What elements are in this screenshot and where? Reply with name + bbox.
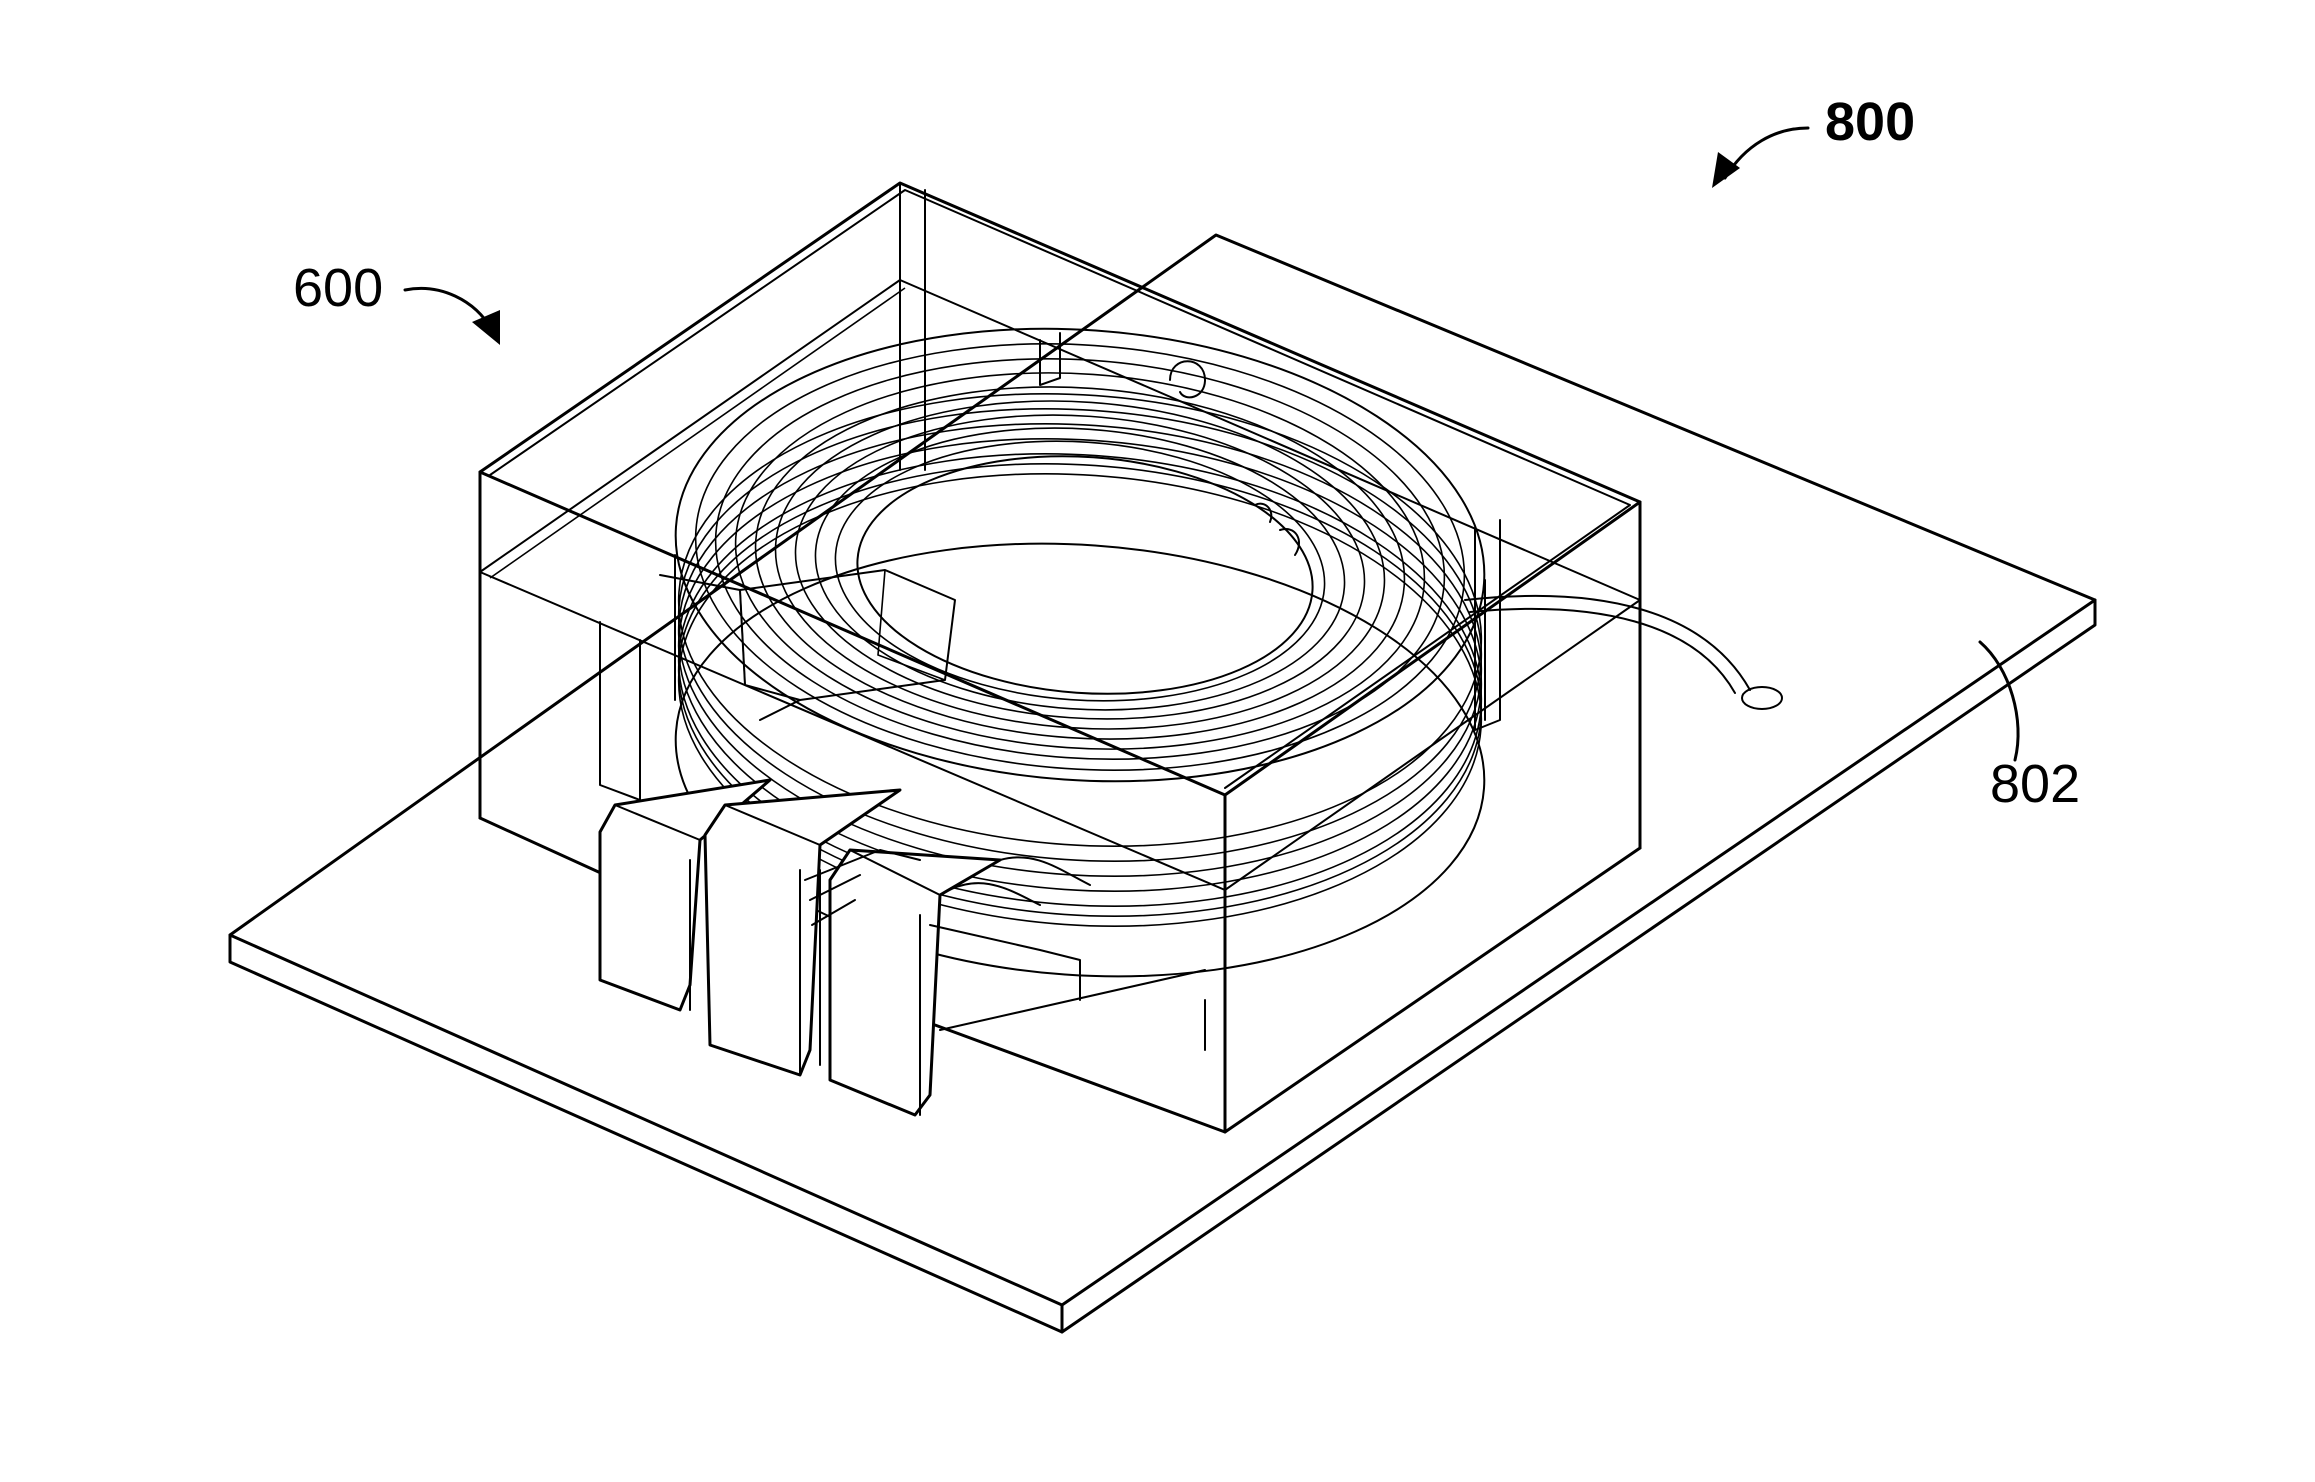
label-802: 802 — [1990, 754, 2080, 814]
terminal-leads — [600, 780, 1090, 1115]
label-800: 800 — [1825, 92, 1915, 152]
substrate-board — [230, 235, 2095, 1332]
arrowhead-icon — [472, 310, 500, 345]
arrowhead-icon — [1712, 152, 1740, 188]
coil-windings — [660, 302, 1782, 1002]
label-600: 600 — [293, 258, 383, 318]
